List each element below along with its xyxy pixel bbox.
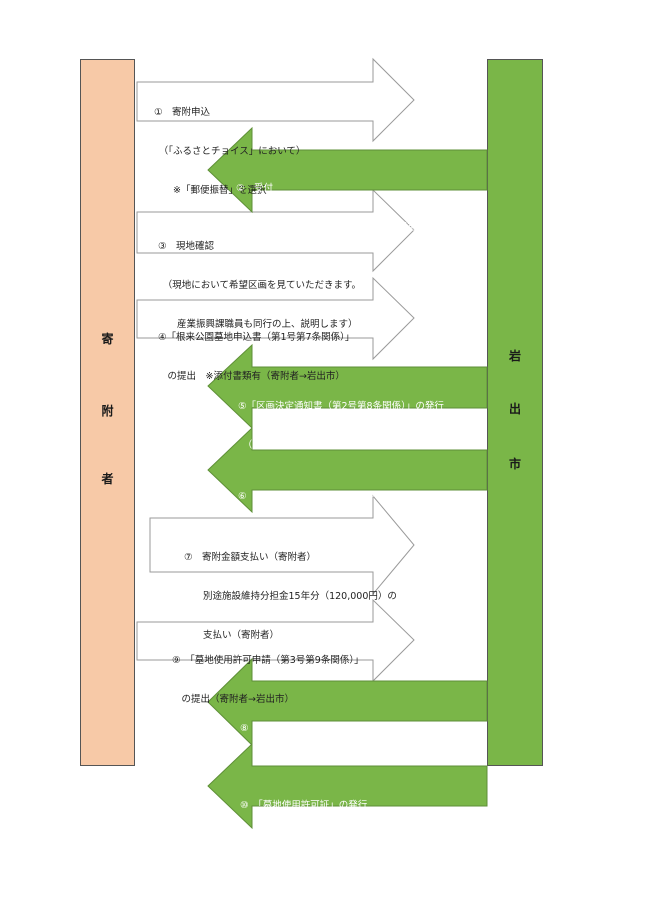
step-1-arrow-right	[136, 57, 415, 143]
step-6-arrow-left	[207, 426, 488, 514]
step-10-arrow-left	[207, 742, 488, 830]
step-7-arrow-right	[149, 494, 415, 596]
step-6-text: ⑥ 支払依頼書の発行（岩出市→寄附者）	[238, 464, 416, 516]
step-3-line-2: （現地において希望区画を見ていただきます。	[158, 280, 362, 291]
step-4-line-1: ④「根来公園墓地申込書（第1号第7条関係）」	[158, 332, 355, 343]
step-9-line-1: ⑨ 「墓地使用許可申請（第3号第9条関係）」	[172, 655, 364, 666]
step-9-line-2: の提出（寄附者→岩出市）	[172, 694, 294, 705]
step-7-line-2: 別途施設維持分担金15年分（120,000円）の	[184, 591, 397, 602]
step-2-line-2: 産業振興課より利用案内・関係書類を送付	[236, 222, 436, 233]
step-4-text: ④「根来公園墓地申込書（第1号第7条関係）」 の提出 ※添付書類有（寄附者→岩出…	[158, 305, 354, 396]
step-4-line-2: の提出 ※添付書類有（寄附者→岩出市）	[158, 371, 345, 382]
step-5-line-2: （岩出市→寄附者）	[238, 440, 327, 451]
step-3-text: ③ 現地確認 （現地において希望区画を見ていただきます。 産業振興課職員も同行の…	[158, 214, 361, 344]
step-8-arrow-left	[207, 657, 488, 747]
step-7-text: ⑦ 寄附金額支払い（寄附者） 別途施設維持分担金15年分（120,000円）の …	[184, 525, 397, 655]
step-3-line-1: ③ 現地確認	[158, 241, 215, 252]
step-8-line-1: ⑧ 入金確認（岩出市）	[240, 723, 344, 734]
step-7-line-1: ⑦ 寄附金額支払い（寄附者）	[184, 552, 317, 563]
city-label-char-2: 出	[508, 402, 521, 416]
iwade-city-column-bar: 岩 出 市	[487, 59, 543, 766]
city-label-char-1: 岩	[508, 349, 521, 363]
step-8-text: ⑧ 入金確認（岩出市）	[240, 696, 344, 748]
step-2-line-1: ② 受付	[236, 183, 274, 194]
step-3-line-3: 産業振興課職員も同行の上、説明します）	[158, 319, 358, 330]
city-label-char-3: 市	[508, 457, 521, 471]
step-6-line-1: ⑥ 支払依頼書の発行（岩出市→寄附者）	[238, 491, 416, 502]
step-1-line-1: ① 寄附申込	[154, 107, 211, 118]
step-5-text: ⑤「区画決定通知書（第2号第8条関係）」の発行 （岩出市→寄附者）	[238, 374, 444, 465]
donor-label-char-2: 附	[101, 404, 114, 418]
step-3-arrow-right	[136, 188, 415, 273]
step-1-line-2: （「ふるさとチョイス」において）	[154, 146, 306, 157]
step-7-line-3: 支払い（寄附者）	[184, 630, 280, 641]
step-1-text: ① 寄附申込 （「ふるさとチョイス」において） ※「郵便振替」を選択	[154, 80, 305, 210]
step-10-line-1: ⑩ 「墓地使用許可証」の発行	[240, 800, 368, 811]
step-5-line-1: ⑤「区画決定通知書（第2号第8条関係）」の発行	[238, 401, 444, 412]
step-1-line-3: ※「郵便振替」を選択	[154, 185, 267, 196]
donor-label-char-3: 者	[101, 472, 114, 486]
step-9-arrow-right	[136, 598, 415, 683]
donor-column-bar: 寄 附 者	[80, 59, 135, 766]
step-2-arrow-left	[207, 126, 488, 214]
step-4-arrow-right	[136, 276, 415, 361]
step-2-text: ② 受付 産業振興課より利用案内・関係書類を送付	[236, 156, 435, 247]
donor-label-char-1: 寄	[101, 332, 114, 346]
step-9-text: ⑨ 「墓地使用許可申請（第3号第9条関係）」 の提出（寄附者→岩出市）	[172, 628, 364, 719]
step-10-text: ⑩ 「墓地使用許可証」の発行 （岩出市→寄附者）	[240, 773, 367, 864]
step-5-arrow-left	[207, 343, 488, 430]
step-10-line-2: （岩出市→寄附者）	[240, 839, 329, 850]
